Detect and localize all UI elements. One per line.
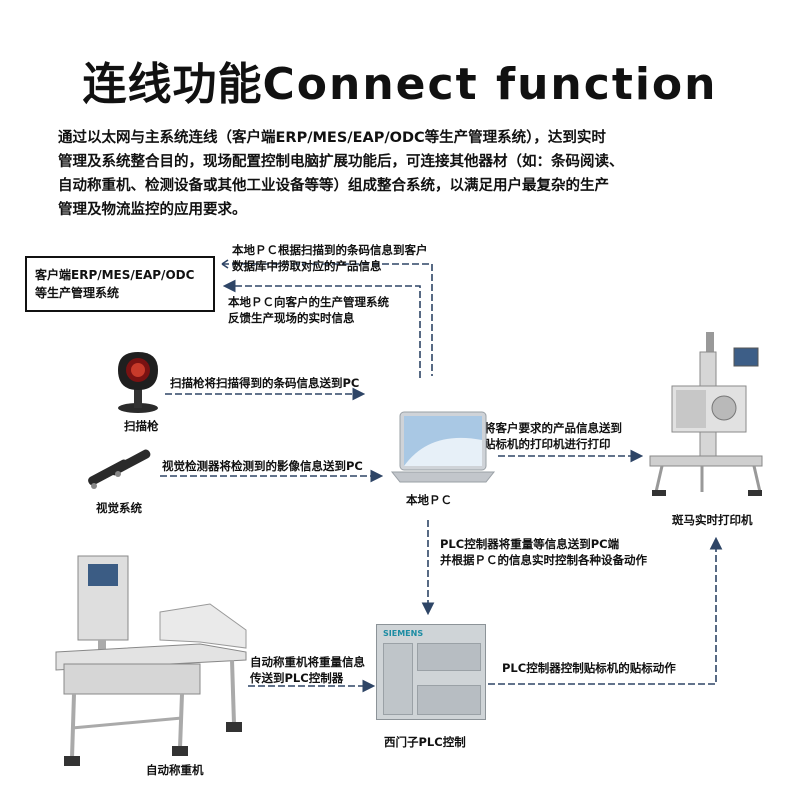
arrow-plc-to-labeler — [488, 536, 723, 685]
page-title: 连线功能Connect function — [0, 48, 800, 112]
note-line: PLC控制器将重量等信息送到PC端 — [440, 537, 620, 551]
vision-camera-icon — [88, 449, 151, 489]
plc-brand: SIEMENS — [383, 629, 424, 638]
label-printer-icon — [649, 332, 763, 496]
note-pc-fetch: 本地ＰＣ根据扫描到的条码信息到客户 数据库中捞取对应的产品信息 — [232, 242, 428, 274]
note-line: 传送到PLC控制器 — [250, 671, 344, 685]
note-pc-feedback: 本地ＰＣ向客户的生产管理系统 反馈生产现场的实时信息 — [228, 294, 389, 326]
note-line: 并根据ＰＣ的信息实时控制各种设备动作 — [440, 553, 647, 567]
note-weigher-to-plc: 自动称重机将重量信息 传送到PLC控制器 — [250, 654, 365, 686]
printer-label: 斑马实时打印机 — [672, 513, 753, 527]
intro-line: 自动称重机、检测设备或其他工业设备等等）组成整合系统，以满足用户最复杂的生产 — [58, 178, 609, 194]
intro-line: 管理及物流监控的应用要求。 — [58, 202, 247, 218]
title-en: Connect function — [262, 59, 718, 110]
note-scanner-to-pc: 扫描枪将扫描得到的条码信息送到PC — [170, 376, 360, 390]
scanner-label: 扫描枪 — [124, 419, 159, 433]
note-line: 反馈生产现场的实时信息 — [228, 311, 355, 325]
check-weigher-icon — [55, 555, 247, 766]
arrow-client-to-pc — [222, 263, 433, 376]
vision-label: 视觉系统 — [96, 501, 142, 515]
intro-paragraph: 通过以太网与主系统连线（客户端ERP/MES/EAP/ODC等生产管理系统），达… — [58, 126, 758, 222]
title-cn: 连线功能 — [82, 59, 263, 110]
note-plc-to-labeler: PLC控制器控制贴标机的贴标动作 — [502, 661, 676, 675]
intro-line: 通过以太网与主系统连线（客户端ERP/MES/EAP/ODC等生产管理系统），达… — [58, 130, 606, 146]
note-line: 本地ＰＣ根据扫描到的条码信息到客户 — [232, 243, 428, 257]
note-line: 本地ＰＣ向客户的生产管理系统 — [228, 295, 389, 309]
note-line: 贴标机的打印机进行打印 — [484, 437, 611, 451]
client-box-line: 等生产管理系统 — [35, 286, 120, 300]
note-vision-to-pc: 视觉检测器将检测到的影像信息送到PC — [162, 459, 363, 473]
note-line: 自动称重机将重量信息 — [250, 655, 365, 669]
arrow-pc-to-client — [222, 279, 421, 378]
plc-label: 西门子PLC控制 — [384, 735, 466, 749]
weigher-label: 自动称重机 — [146, 763, 204, 777]
plc-controller-icon: SIEMENS — [376, 624, 486, 720]
note-line: 将客户要求的产品信息送到 — [484, 421, 622, 435]
note-pc-to-printer: 将客户要求的产品信息送到 贴标机的打印机进行打印 — [484, 420, 622, 452]
laptop-icon — [390, 411, 496, 483]
pc-label: 本地ＰＣ — [406, 493, 452, 507]
barcode-scanner-icon — [118, 352, 158, 413]
client-box-line: 客户端ERP/MES/EAP/ODC — [35, 268, 195, 282]
intro-line: 管理及系统整合目的，现场配置控制电脑扩展功能后，可连接其他器材（如：条码阅读、 — [58, 154, 624, 170]
note-plc-to-pc: PLC控制器将重量等信息送到PC端 并根据ＰＣ的信息实时控制各种设备动作 — [440, 536, 647, 568]
note-line: 数据库中捞取对应的产品信息 — [232, 259, 382, 273]
client-system-box: 客户端ERP/MES/EAP/ODC 等生产管理系统 — [25, 256, 215, 312]
